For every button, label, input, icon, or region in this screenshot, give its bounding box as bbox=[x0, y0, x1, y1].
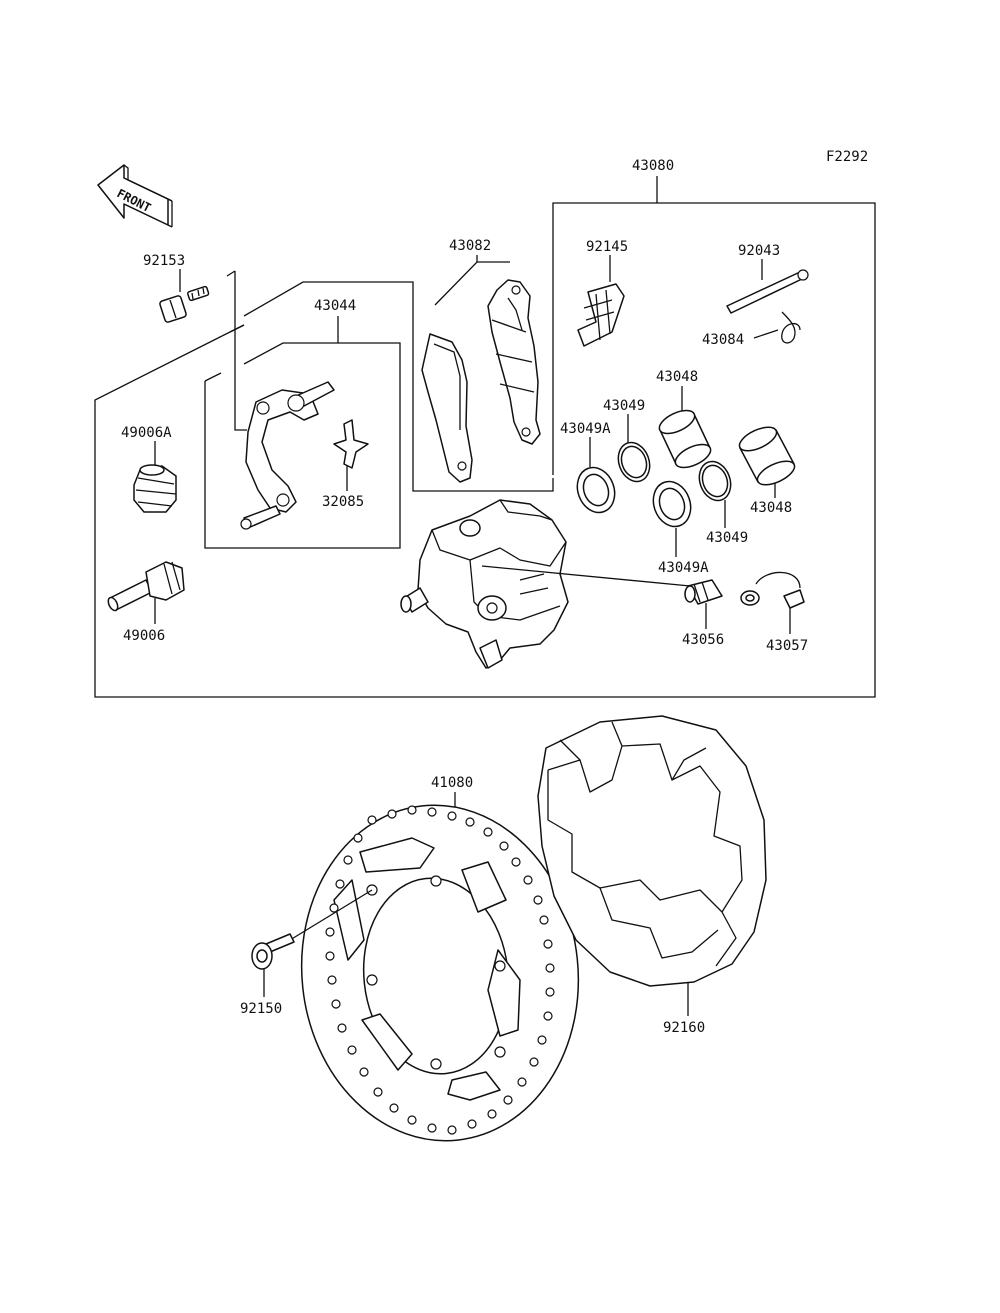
callout-43044: 43044 bbox=[314, 298, 356, 314]
callout-43080: 43080 bbox=[632, 158, 674, 174]
clip-43084-icon bbox=[781, 311, 801, 344]
bracket-sub-outline bbox=[204, 316, 401, 549]
callout-43048-right: 43048 bbox=[750, 500, 792, 516]
front-arrow-icon: FRONT bbox=[97, 164, 173, 228]
caliper-bracket-43044-icon bbox=[240, 381, 335, 530]
brake-pad-front-icon bbox=[421, 333, 473, 483]
disc-vent-holes bbox=[325, 805, 555, 1135]
callout-43048-top: 43048 bbox=[656, 369, 698, 385]
bolt-92150-icon bbox=[251, 933, 295, 970]
bolt-92153-icon bbox=[159, 285, 210, 323]
callout-43049A-bottom: 43049A bbox=[658, 560, 709, 576]
callout-43049-top: 43049 bbox=[603, 398, 645, 414]
callout-92160: 92160 bbox=[663, 1020, 705, 1036]
pad-spring-92145-icon bbox=[577, 283, 625, 347]
bleed-cap-43057-icon bbox=[740, 571, 805, 609]
callout-92150: 92150 bbox=[240, 1001, 282, 1017]
piston-seal-43049A-top-icon bbox=[576, 466, 616, 514]
bleed-valve-43056-icon bbox=[684, 579, 723, 605]
brake-pad-rear-icon bbox=[487, 279, 541, 445]
caliper-body-icon bbox=[400, 499, 691, 669]
brake-disc-41080-icon bbox=[300, 804, 580, 1142]
callout-49006A: 49006A bbox=[121, 425, 172, 441]
dust-seal-43049-right-icon bbox=[698, 460, 732, 502]
dust-seal-43049-top-icon bbox=[617, 441, 651, 483]
piston-43048-right-icon bbox=[738, 426, 796, 486]
callout-43049A-top: 43049A bbox=[560, 421, 611, 437]
callout-41080: 41080 bbox=[431, 775, 473, 791]
callout-92145: 92145 bbox=[586, 239, 628, 255]
callout-43082: 43082 bbox=[449, 238, 491, 254]
callout-43084: 43084 bbox=[702, 332, 744, 348]
piston-seal-43049A-bottom-icon bbox=[652, 480, 692, 528]
disc-cover-92160-icon bbox=[537, 715, 767, 987]
pad-sub-outline bbox=[226, 255, 554, 492]
callout-43056: 43056 bbox=[682, 632, 724, 648]
spring-32085-icon bbox=[333, 419, 369, 469]
pin-92043-icon bbox=[726, 269, 809, 314]
callout-32085: 32085 bbox=[322, 494, 364, 510]
callout-43049-right: 43049 bbox=[706, 530, 748, 546]
piston-43048-top-icon bbox=[658, 409, 712, 469]
callout-43057: 43057 bbox=[766, 638, 808, 654]
figure-code: F2292 bbox=[826, 149, 868, 165]
boot-49006A-icon bbox=[133, 464, 177, 513]
callout-92153: 92153 bbox=[143, 253, 185, 269]
pin-49006-icon bbox=[107, 561, 185, 612]
callout-92043: 92043 bbox=[738, 243, 780, 259]
caliper-assembly-outline bbox=[94, 176, 876, 698]
callout-49006: 49006 bbox=[123, 628, 165, 644]
